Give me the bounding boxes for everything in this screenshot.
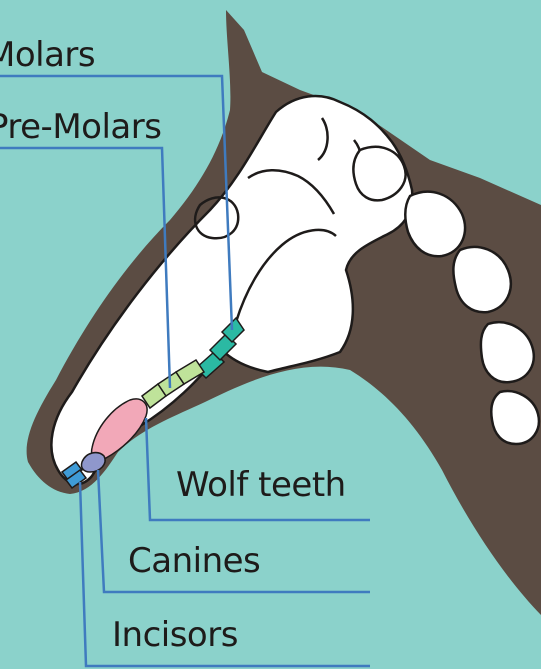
incisors-label: Incisors (112, 618, 238, 652)
premolars-label: Pre-Molars (0, 110, 161, 144)
canines-label: Canines (128, 544, 260, 578)
molars-label: Molars (0, 38, 95, 72)
wolf-teeth-label: Wolf teeth (176, 468, 346, 502)
